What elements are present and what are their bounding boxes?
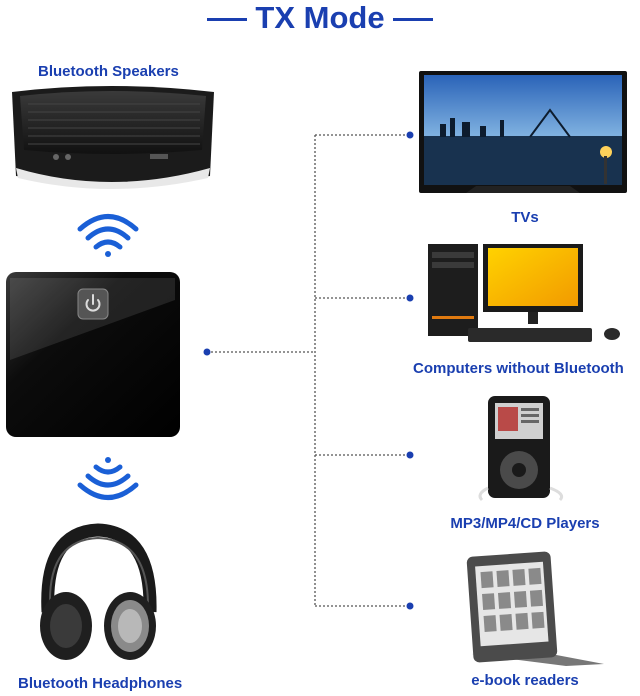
label-bluetooth-speakers: Bluetooth Speakers — [38, 63, 179, 80]
label-computers: Computers without Bluetooth — [413, 360, 624, 377]
mp3-player-image — [478, 396, 564, 502]
tv-image — [419, 71, 627, 193]
label-bluetooth-headphones: Bluetooth Headphones — [18, 675, 183, 692]
label-mp3-players: MP3/MP4/CD Players — [450, 515, 600, 532]
transmitter-device-image — [6, 272, 180, 437]
label-tvs: TVs — [511, 209, 539, 226]
title-dash-right — [392, 18, 433, 22]
title-text: TX Mode — [255, 0, 385, 35]
title-dash-left — [207, 18, 248, 22]
ebook-reader-image — [466, 551, 604, 666]
bluetooth-speaker-image — [12, 86, 214, 189]
label-ebook-readers: e-book readers — [471, 672, 579, 689]
computer-image — [428, 244, 620, 342]
connector-dots — [203, 131, 414, 610]
bluetooth-headphones-image — [40, 523, 157, 660]
page-title: TX Mode — [0, 0, 640, 36]
power-icon — [85, 294, 101, 312]
wifi-signal-icon — [77, 457, 139, 500]
wifi-signal-icon — [77, 214, 139, 257]
connector-lines — [207, 134, 410, 607]
